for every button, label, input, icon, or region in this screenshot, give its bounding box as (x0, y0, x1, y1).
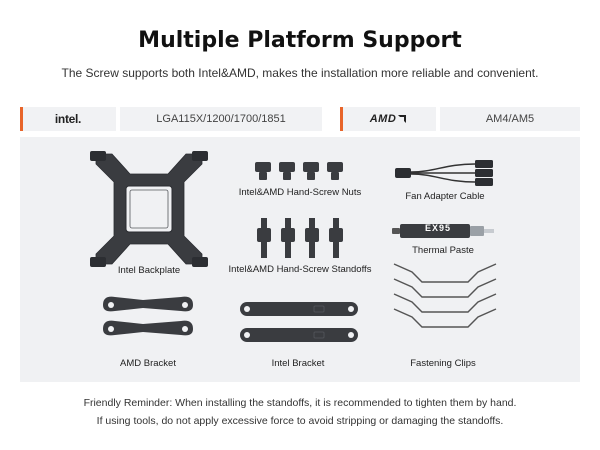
fan-adapter-cable-label: Fan Adapter Cable (405, 191, 485, 202)
fastening-clips-image (393, 263, 497, 328)
intel-bar-divider (116, 107, 120, 131)
page-title: Multiple Platform Support (138, 28, 462, 53)
hand-screw-standoffs-image (257, 218, 343, 258)
amd-accent-bar (340, 107, 343, 131)
hand-screw-nuts-image (255, 162, 343, 180)
intel-platform-bar: intel. LGA115X/1200/1700/1851 (20, 107, 322, 131)
intel-bracket-label: Intel Bracket (271, 358, 325, 369)
hand-screw-standoffs-label: Intel&AMD Hand-Screw Standoffs (228, 264, 372, 275)
thermal-paste-image (392, 224, 494, 238)
intel-backplate-label: Intel Backplate (117, 265, 181, 276)
page-subtitle: The Screw supports both Intel&AMD, makes… (61, 66, 539, 80)
intel-bracket-image (240, 302, 358, 342)
amd-platform-bar: AMD AM4/AM5 (340, 107, 580, 131)
intel-accent-bar (20, 107, 23, 131)
fastening-clips-label: Fastening Clips (410, 358, 476, 369)
amd-logo: AMD (340, 107, 436, 131)
amd-bar-divider (436, 107, 440, 131)
amd-arrow-icon (398, 115, 407, 123)
fan-adapter-cable-image (395, 160, 493, 186)
amd-logo-text: AMD (369, 113, 397, 125)
friendly-reminder-line-2: If using tools, do not apply excessive f… (96, 415, 504, 427)
thermal-paste-brand: EX95 (424, 223, 452, 233)
intel-logo: intel. (54, 112, 82, 126)
amd-bracket-image (103, 296, 193, 336)
intel-backplate-image (90, 151, 208, 267)
friendly-reminder-line-1: Friendly Reminder: When installing the s… (83, 397, 517, 409)
amd-bracket-label: AMD Bracket (120, 358, 176, 369)
intel-socket-list: LGA115X/1200/1700/1851 (120, 107, 322, 131)
hand-screw-nuts-label: Intel&AMD Hand-Screw Nuts (238, 187, 362, 198)
thermal-paste-label: Thermal Paste (412, 245, 474, 256)
amd-socket-list: AM4/AM5 (440, 107, 580, 131)
